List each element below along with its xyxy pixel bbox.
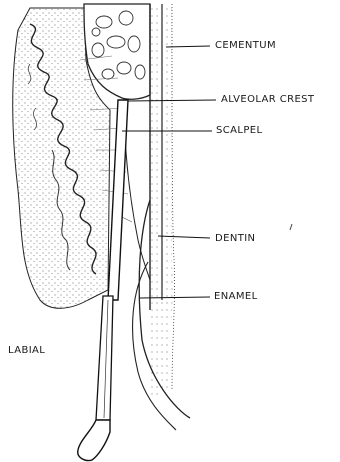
alveolar-bone (84, 4, 150, 99)
label-scalpel: SCALPEL (216, 126, 262, 136)
cementum-band (150, 4, 163, 400)
label-dentin: DENTIN (215, 234, 255, 244)
label-enamel: ENAMEL (214, 292, 258, 302)
label-alveolar-crest: ALVEOLAR CREST (221, 95, 314, 105)
dentin-layer (161, 4, 172, 390)
label-cementum: CEMENTUM (215, 41, 276, 51)
label-labial: LABIAL (8, 346, 45, 356)
scalpel-blade (108, 100, 128, 300)
